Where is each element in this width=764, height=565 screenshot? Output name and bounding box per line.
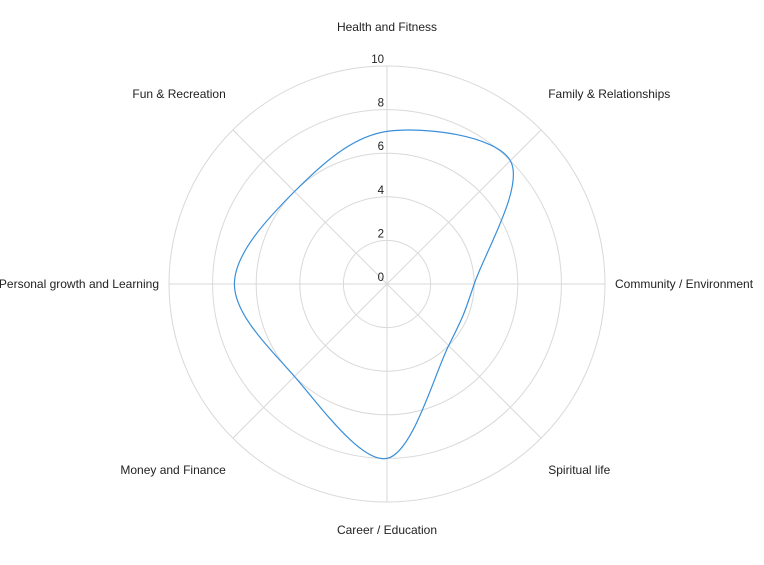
series-line: [233, 129, 515, 460]
spoke-line: [232, 283, 388, 439]
radial-tick-label: 2: [378, 228, 384, 240]
category-label: Fun & Recreation: [132, 87, 225, 101]
category-label: Spiritual life: [548, 463, 610, 477]
category-label: Family & Relationships: [548, 87, 670, 101]
spoke-layer: [169, 66, 605, 502]
spoke-line: [232, 129, 388, 285]
spoke-line: [386, 129, 542, 285]
category-label: Money and Finance: [120, 463, 226, 477]
category-label: Career / Education: [337, 523, 437, 537]
spoke-line: [386, 283, 542, 439]
radial-tick-label: 10: [371, 54, 384, 66]
category-label: Community / Environment: [615, 277, 754, 291]
category-label: Health and Fitness: [337, 20, 437, 34]
category-label: Personal growth and Learning: [0, 277, 159, 291]
radial-tick-label: 4: [378, 185, 385, 197]
radial-tick-label: 6: [378, 141, 384, 153]
tick-layer: 0 2 4 6 8 10: [371, 54, 384, 284]
series-layer: [233, 129, 515, 460]
radial-tick-label: 8: [378, 98, 384, 110]
radial-tick-label: 0: [378, 272, 384, 284]
